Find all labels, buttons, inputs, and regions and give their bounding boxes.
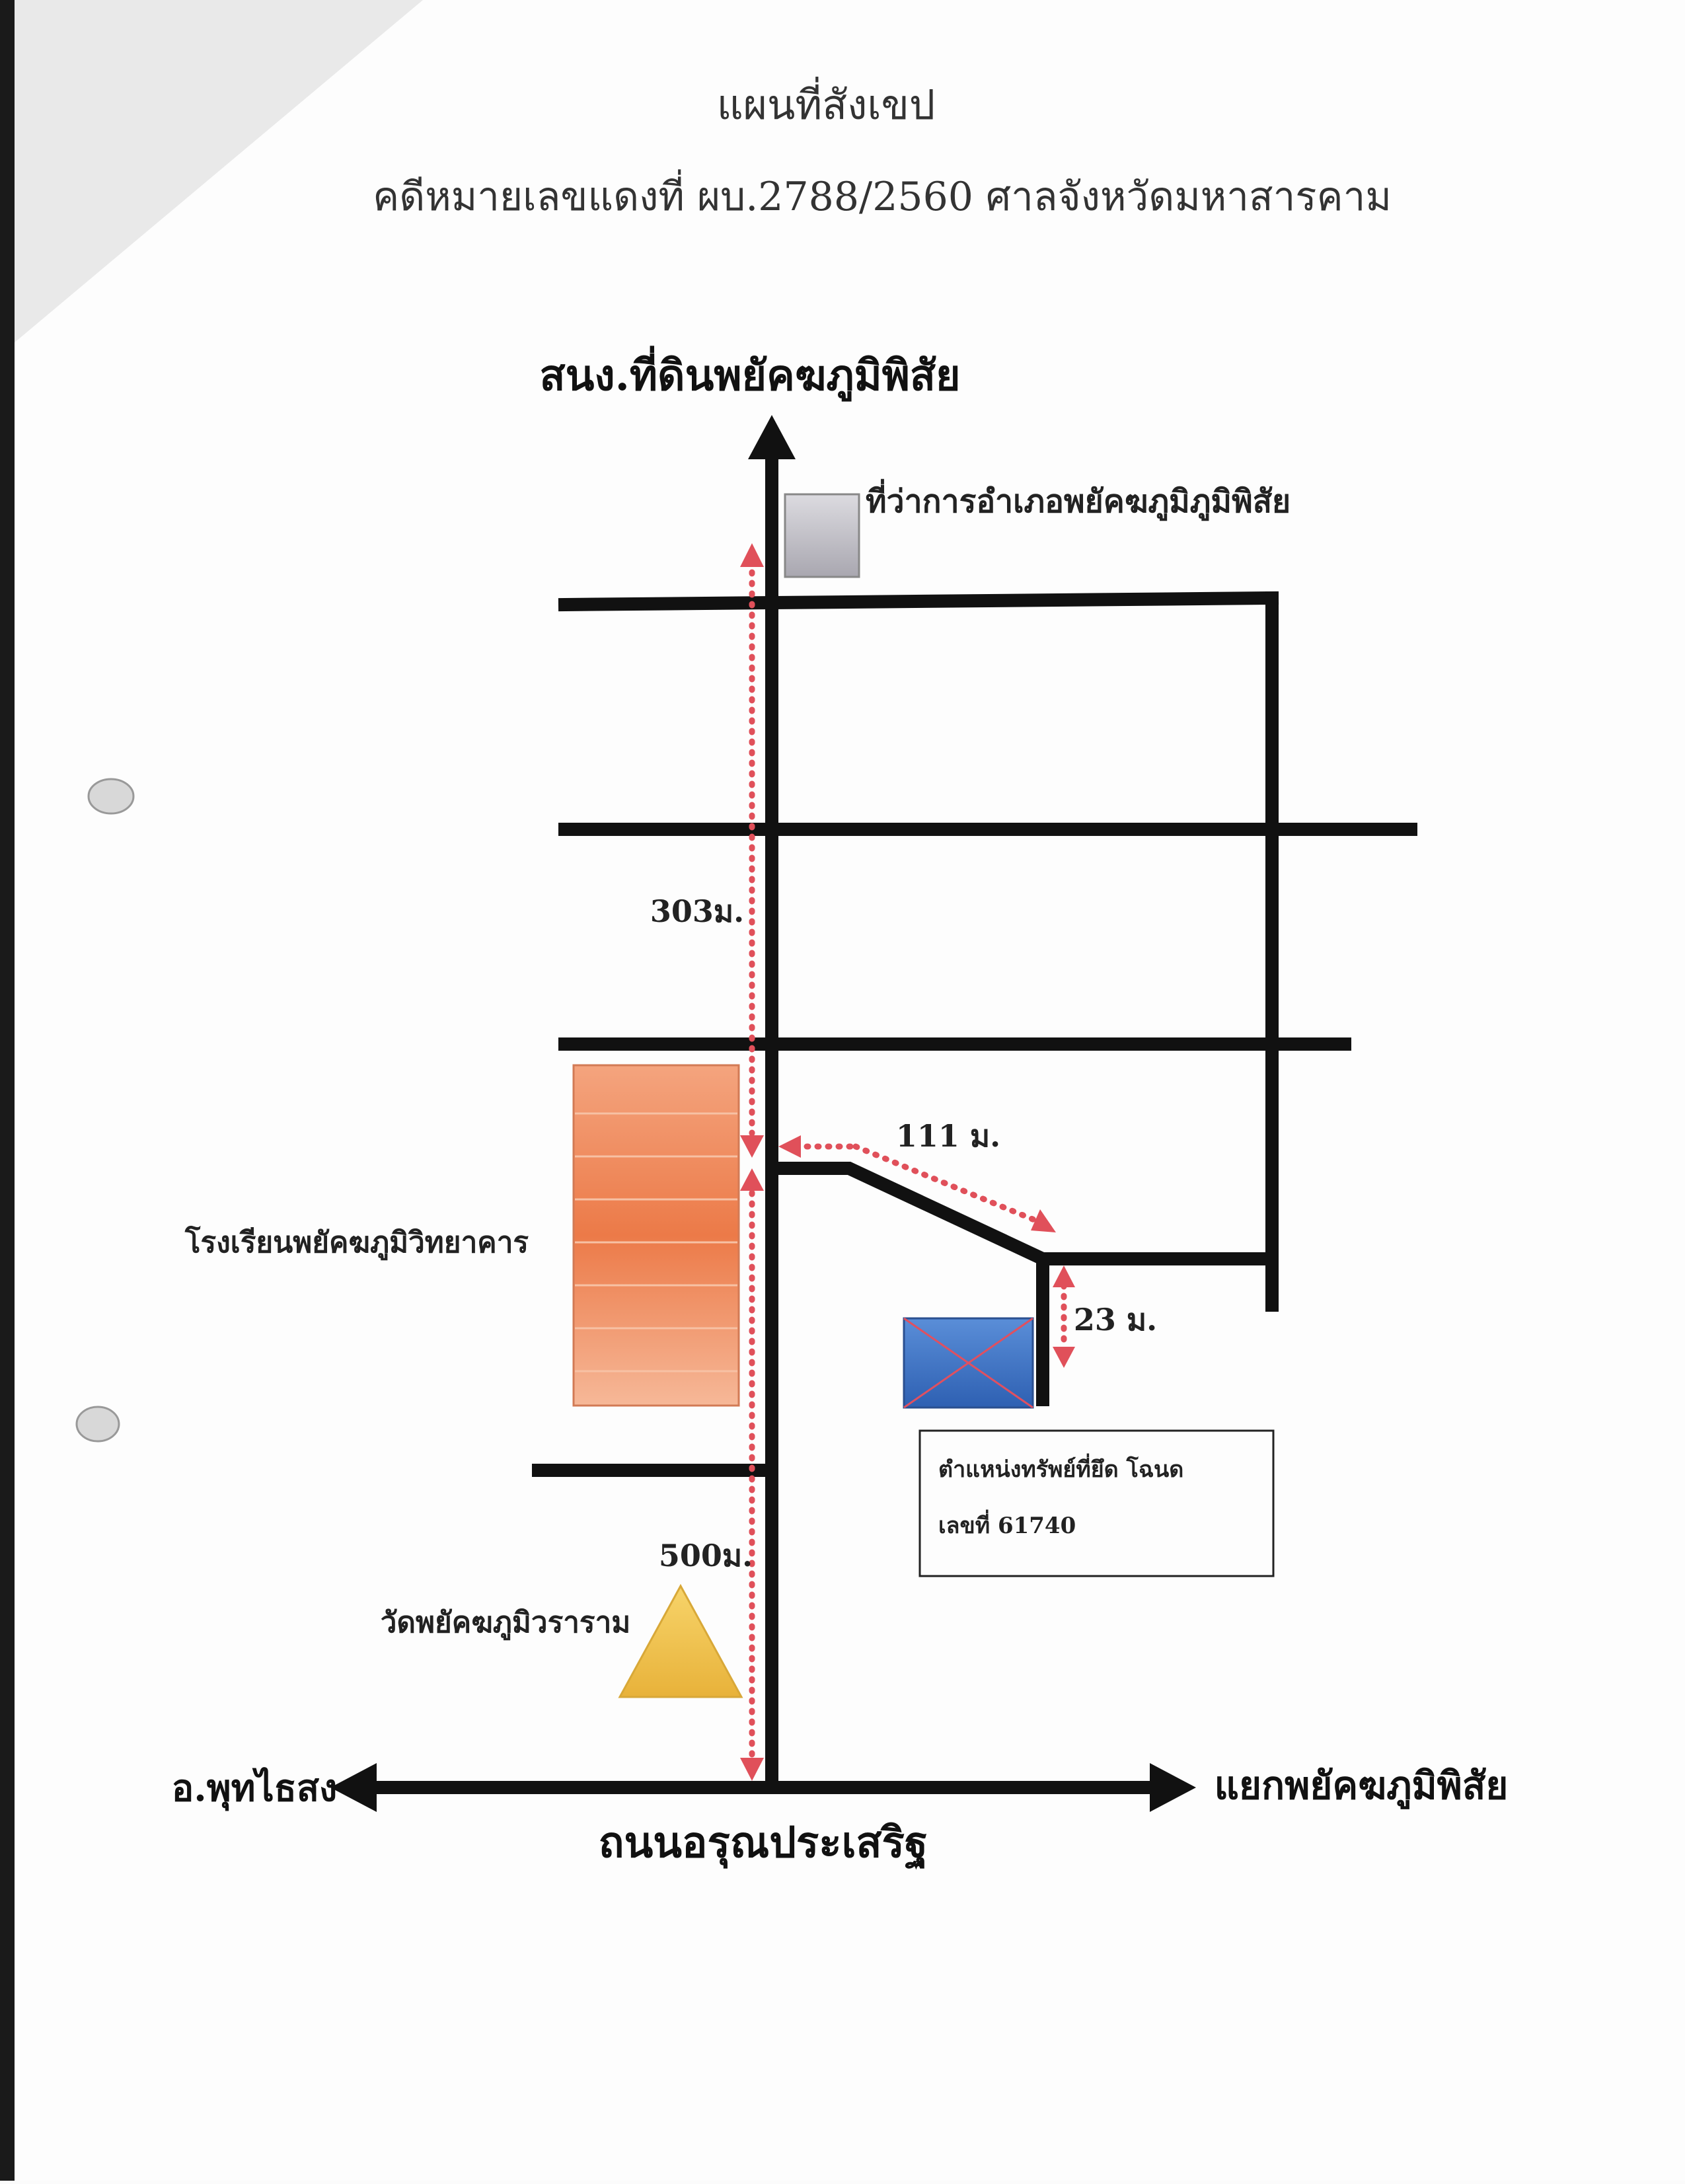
distance-label-lot: 23 ม. [1074,1302,1157,1337]
arrowhead-lot-top [1053,1265,1075,1287]
arrow-north-icon [748,415,796,459]
property-info-box [918,1429,1275,1577]
east-destination-label: แยกพยัคฆภูมิพิสัย [1215,1763,1509,1809]
school-marker [572,1064,740,1407]
arrowhead-south-bottom [740,1758,764,1781]
property-cross-b [903,1317,1033,1409]
west-destination-label: อ.พุทไธสง [172,1766,338,1811]
temple-marker [618,1583,743,1698]
distance-arrowheads [740,543,1075,1781]
arrowhead-lot-bottom [1053,1347,1075,1368]
distance-label-north: 303ม. [650,893,744,929]
distance-line-east-b [852,1143,1044,1226]
road-north-crossing [558,591,1279,612]
school-stripes [575,1112,737,1373]
road-network [532,449,1417,1791]
property-deed-line1: ตำแหน่งทรัพย์ที่ยึด โฉนด [938,1453,1183,1483]
scan-edge [0,0,15,2181]
torn-corner [0,0,423,344]
punch-hole-bottom [75,1406,120,1443]
distance-label-east: 111 ม. [896,1118,1000,1154]
case-number-subtitle: คดีหมายเลขแดงที่ ผบ.2788/2560 ศาลจังหวัด… [373,169,1392,220]
distance-markers [749,558,1067,1761]
arrowhead-north-bottom [740,1135,764,1158]
district-office-label: ที่ว่าการอำเภอพยัคฆภูมิภูมิพิสัย [866,478,1291,521]
property-deed-line2: เลขที่ 61740 [938,1509,1076,1539]
arrow-east-icon [1150,1763,1196,1812]
main-road-label: ถนนอรุณประเสริฐ [599,1818,928,1869]
punch-hole-top [87,778,135,815]
arrowhead-south-top [740,1168,764,1191]
map-title: แผนที่สังเขป [717,77,936,129]
arrowhead-north-top [740,543,764,567]
temple-label: วัดพยัคฆภูมิวราราม [381,1606,631,1640]
school-label: โรงเรียนพยัคฆภูมิวิทยาคาร [184,1224,529,1260]
arrowhead-east-start [778,1135,801,1158]
distance-label-south: 500ม. [659,1538,753,1573]
arrowhead-east-end [1031,1209,1056,1232]
arrow-west-icon [330,1763,377,1812]
road-to-property [765,1162,1279,1265]
north-destination-label: สนง.ที่ดินพยัคฆภูมิพิสัย [540,346,961,402]
district-office-marker [784,493,860,578]
